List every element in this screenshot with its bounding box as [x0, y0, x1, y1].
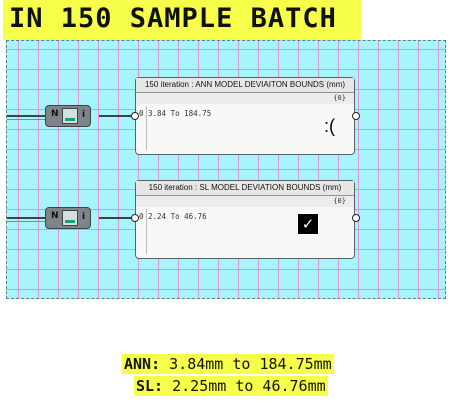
panel-ann[interactable]: 150 iteration : ANN MODEL DEVIAITON BOUN…	[135, 77, 355, 155]
panel-output-grip[interactable]	[352, 112, 360, 120]
result-ann: ANN: 3.84mm to 184.75mm	[122, 354, 334, 374]
panel-row-index: 0	[139, 212, 144, 221]
panel-row-value: 2.24 To 46.76	[148, 212, 207, 221]
panel-separator	[146, 106, 147, 150]
input-wire	[7, 217, 45, 219]
panel-path-index: {0}	[136, 196, 354, 207]
input-wire-shadow	[7, 119, 45, 120]
result-sl-value: 2.25mm to 46.76mm	[172, 377, 326, 395]
panel-row-value: 3.84 To 184.75	[148, 109, 212, 118]
number-icon	[62, 210, 78, 226]
number-icon	[62, 108, 78, 124]
panel-separator	[146, 209, 147, 254]
component-input-label: N	[51, 109, 59, 119]
grasshopper-canvas[interactable]: N i 150 iteration : ANN MODEL DEVIAITON …	[6, 40, 446, 299]
number-component[interactable]: N i	[45, 105, 91, 127]
panel-input-grip[interactable]	[131, 214, 139, 222]
panel-sl[interactable]: 150 iteration : SL MODEL DEVIATION BOUND…	[135, 180, 355, 259]
panel-path-index: {0}	[136, 93, 354, 104]
connector-wire	[99, 115, 135, 117]
panel-output-grip[interactable]	[352, 214, 360, 222]
component-input-label: N	[51, 211, 59, 221]
page-title: IN 150 SAMPLE BATCH	[9, 3, 337, 34]
sad-face-icon: :(	[324, 116, 335, 136]
panel-header: 150 iteration : ANN MODEL DEVIAITON BOUN…	[136, 78, 354, 93]
checkmark-icon: ✓	[298, 214, 318, 234]
result-sl-label: SL:	[136, 377, 164, 395]
component-output-label: i	[82, 212, 86, 222]
panel-header: 150 iteration : SL MODEL DEVIATION BOUND…	[136, 181, 354, 196]
connector-wire	[99, 217, 135, 219]
component-output-label: i	[82, 110, 86, 120]
input-wire-shadow	[7, 221, 45, 222]
result-ann-label: ANN:	[124, 355, 161, 373]
input-wire	[7, 115, 45, 117]
number-component[interactable]: N i	[45, 207, 91, 229]
page-title-banner: IN 150 SAMPLE BATCH	[3, 0, 361, 40]
panel-input-grip[interactable]	[131, 112, 139, 120]
result-sl: SL: 2.25mm to 46.76mm	[134, 376, 328, 396]
panel-row-index: 0	[139, 109, 144, 118]
result-ann-value: 3.84mm to 184.75mm	[169, 355, 332, 373]
